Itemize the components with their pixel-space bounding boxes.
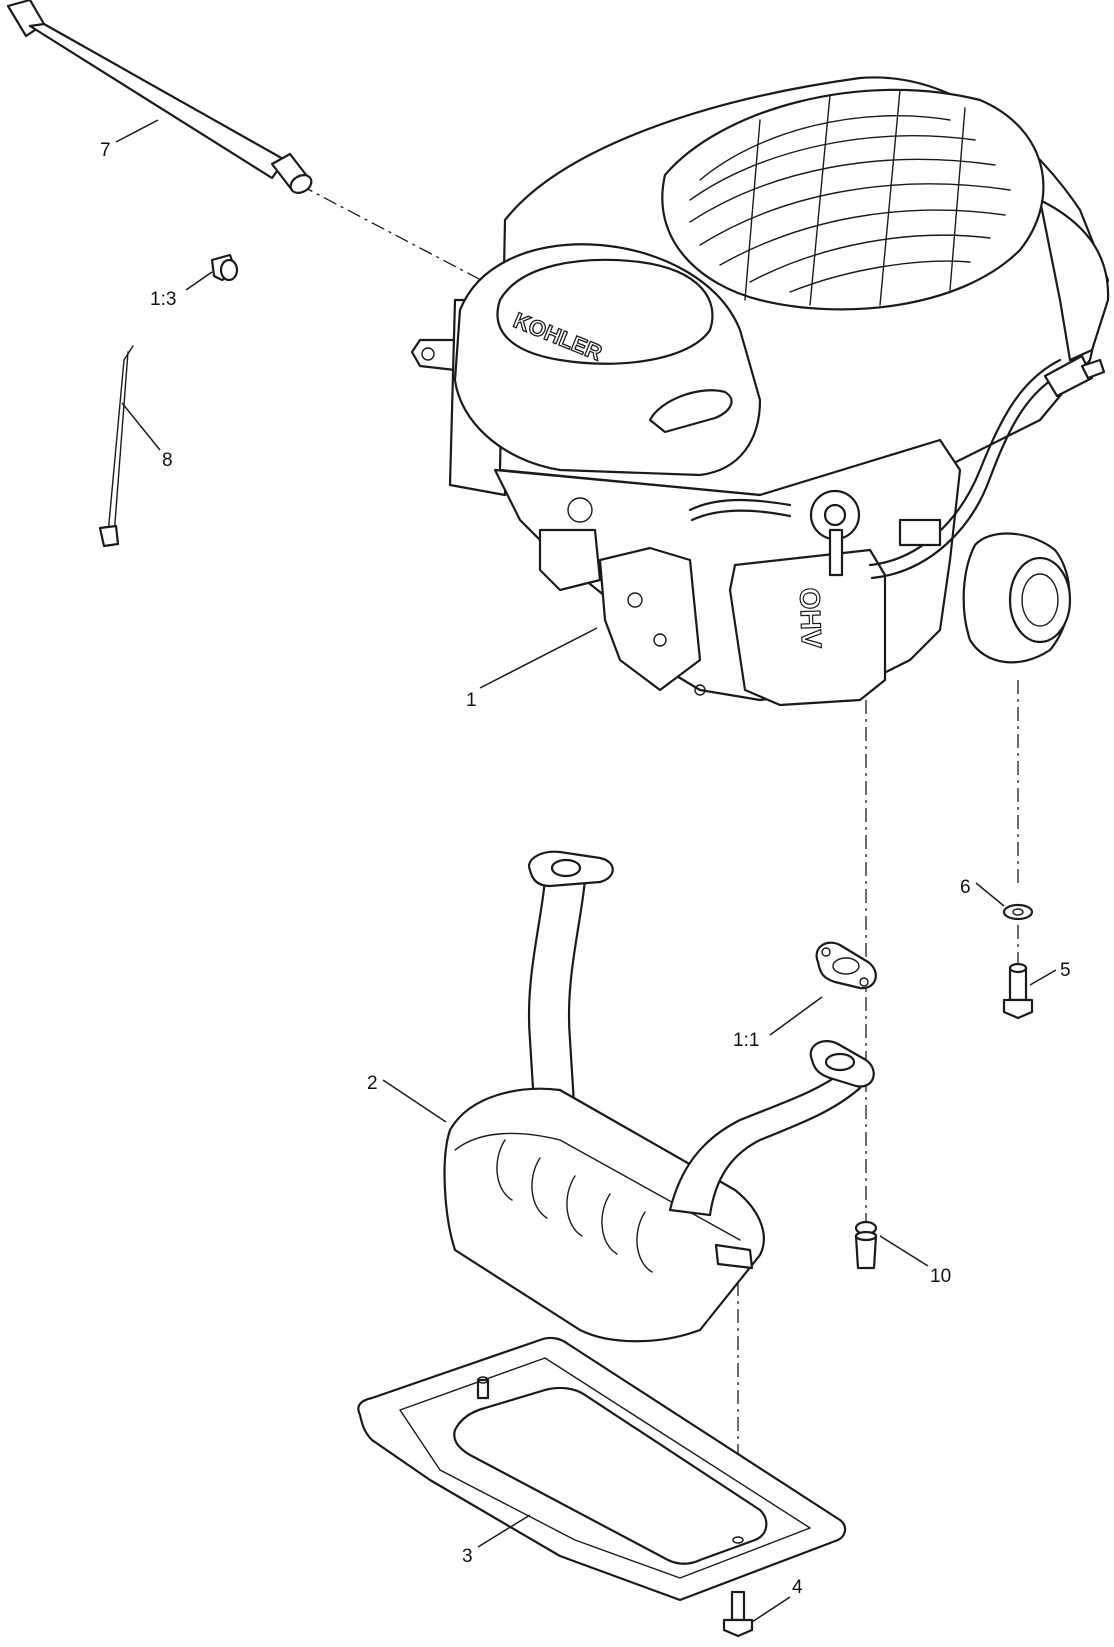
callout-3: 3 xyxy=(462,1546,473,1567)
leader-lines xyxy=(115,119,1057,1623)
callout-5: 5 xyxy=(1060,960,1071,981)
bolt-part-4 xyxy=(722,1590,754,1638)
cap-part-1-3 xyxy=(210,253,239,282)
screw-part-10 xyxy=(854,1220,878,1270)
heat-shield-part-3 xyxy=(357,1336,847,1602)
ohv-marking: OHV xyxy=(794,587,827,649)
callout-7: 7 xyxy=(100,140,111,161)
gasket-part-1-1 xyxy=(815,941,877,990)
muffler-ribs-icon xyxy=(496,1139,653,1273)
callout-1-3: 1:3 xyxy=(150,289,176,310)
callout-1-1: 1:1 xyxy=(733,1030,759,1051)
muffler-part-2 xyxy=(443,850,875,1343)
washer-part-6 xyxy=(1002,903,1034,921)
callout-1: 1 xyxy=(466,690,477,711)
callout-10: 10 xyxy=(930,1266,951,1287)
callout-labels: 7 1:3 8 1 6 5 1:1 2 10 3 4 xyxy=(100,140,1071,1598)
callout-2: 2 xyxy=(367,1073,378,1094)
callout-4: 4 xyxy=(792,1577,803,1598)
cable-tie-part-8 xyxy=(98,345,134,548)
callout-8: 8 xyxy=(162,450,173,471)
callout-6: 6 xyxy=(960,877,971,898)
bolt-part-5 xyxy=(1002,962,1034,1020)
dipstick-tube-part-7 xyxy=(6,0,313,194)
grille-slats-icon xyxy=(689,89,1011,306)
engine-assembly-part-1: KOHLER OHV xyxy=(410,76,1110,707)
